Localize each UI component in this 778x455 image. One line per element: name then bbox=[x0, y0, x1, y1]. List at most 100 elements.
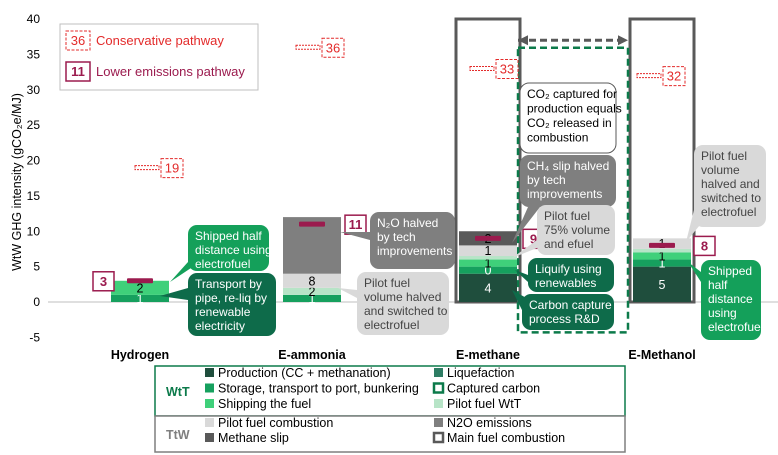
ch4-carbon-capture-callout-text: process R&D bbox=[529, 312, 600, 326]
segment-value-label: 8 bbox=[309, 274, 316, 288]
y-tick-label: 25 bbox=[27, 118, 41, 132]
category-label: E-ammonia bbox=[278, 348, 346, 362]
bar-segment-shipping bbox=[633, 252, 691, 260]
co2-arrow-head-right bbox=[618, 35, 628, 46]
ch4-liquefy-callout-pointer bbox=[515, 270, 528, 282]
ch4-co2-callout-text: CO₂ released in bbox=[527, 116, 612, 130]
lower-legend-value: 11 bbox=[71, 64, 85, 79]
lower-pathway-marker bbox=[475, 235, 501, 241]
legend-swatch bbox=[205, 433, 214, 442]
legend-item-label: Storage, transport to port, bunkering bbox=[218, 382, 419, 396]
category-label: E-methane bbox=[456, 348, 520, 362]
legend-item-label: Main fuel combustion bbox=[447, 431, 565, 445]
lower-legend-swatch bbox=[65, 61, 91, 82]
meoh-shipping-callout-pointer bbox=[688, 262, 701, 282]
meoh-shipping-callout bbox=[701, 260, 761, 340]
bar-segment-production bbox=[459, 273, 517, 302]
meoh-shipping-callout-text: distance bbox=[708, 292, 753, 306]
category-label: E-Methanol bbox=[628, 348, 695, 362]
nh3-n2o-callout-text: improvements bbox=[377, 244, 452, 258]
legend-swatch bbox=[205, 383, 214, 393]
nh3-pilot-callout-text: electrofuel bbox=[364, 318, 419, 332]
meoh-pilot-callout-text: electrofuel bbox=[701, 205, 756, 219]
segment-value-label: 0 bbox=[485, 264, 492, 278]
lower-pathway-marker bbox=[649, 242, 675, 248]
bar-segment-pilot-wtt bbox=[459, 256, 517, 260]
y-tick-label: 15 bbox=[27, 189, 41, 203]
legend-swatch bbox=[434, 418, 443, 427]
bar-segment-shipping bbox=[459, 259, 517, 267]
ch4-slip-callout bbox=[520, 155, 616, 207]
wtt-legend-title: WtT bbox=[166, 385, 190, 399]
ch4-liquefy-callout bbox=[528, 258, 614, 292]
y-tick-label: 30 bbox=[27, 83, 41, 97]
lower-value-label: 11 bbox=[349, 217, 363, 232]
h2-transport-callout-text: pipe, re-liq by bbox=[195, 291, 267, 305]
nh3-pilot-callout-text: and switched to bbox=[364, 304, 448, 318]
conservative-pathway-marker bbox=[134, 165, 160, 171]
segment-value-label: 2 bbox=[137, 281, 144, 295]
ch4-slip-callout-text: improvements bbox=[527, 187, 602, 201]
legend-item-label: Methane slip bbox=[218, 431, 289, 445]
legend-item-label: Pilot fuel WtT bbox=[447, 397, 522, 411]
meoh-shipping-callout-text: electrofuel bbox=[708, 320, 763, 334]
meoh-shipping-callout-text: using bbox=[708, 306, 737, 320]
wtt-legend-box bbox=[154, 365, 626, 417]
h2-shipping-callout-text: electrofuel bbox=[195, 257, 250, 271]
meoh-shipping-callout-text: half bbox=[708, 278, 728, 292]
nh3-pilot-callout-text: Pilot fuel bbox=[364, 276, 410, 290]
ch4-pilot-callout bbox=[537, 205, 615, 255]
lower-pathway-marker bbox=[127, 278, 153, 284]
legend-item-label: Pilot fuel combustion bbox=[218, 416, 333, 430]
meoh-pilot-callout bbox=[694, 145, 766, 227]
y-tick-label: 5 bbox=[33, 260, 40, 274]
h2-shipping-callout-text: distance using bbox=[195, 243, 272, 257]
bar-segment-storage bbox=[633, 259, 691, 267]
y-tick-label: 20 bbox=[27, 154, 41, 168]
bar-segment-pilot-wtt bbox=[633, 248, 691, 253]
h2-transport-callout-pointer bbox=[160, 288, 188, 300]
y-axis-label: WtW GHG intensity (gCO₂e/MJ) bbox=[10, 93, 24, 271]
ch4-pilot-callout-pointer bbox=[512, 240, 537, 258]
ch4-slip-callout-text: CH₄ slip halved bbox=[527, 159, 609, 173]
legend-swatch bbox=[432, 431, 445, 444]
legend-item-label: N2O emissions bbox=[447, 416, 532, 430]
bar-segment-pilot-combustion bbox=[459, 245, 517, 257]
h2-shipping-callout-text: Shipped half bbox=[195, 229, 262, 243]
conservative-value-box bbox=[321, 37, 345, 58]
category-label: Hydrogen bbox=[111, 348, 169, 362]
nh3-pilot-callout bbox=[357, 272, 449, 335]
conservative-pathway-marker bbox=[636, 73, 662, 79]
conservative-value-label: 33 bbox=[500, 62, 514, 77]
nh3-n2o-callout bbox=[370, 212, 455, 269]
bar-segment-pilot-wtt bbox=[283, 287, 341, 295]
ch4-slip-callout-text: by tech bbox=[527, 173, 566, 187]
legend-swatch bbox=[434, 368, 443, 377]
h2-transport-callout-text: Transport by bbox=[195, 277, 262, 291]
legend-item-label: Captured carbon bbox=[447, 382, 540, 396]
lower-legend-label: Lower emissions pathway bbox=[96, 64, 245, 79]
ch4-co2-callout-text: combustion bbox=[527, 131, 588, 145]
segment-value-label: 5 bbox=[659, 278, 666, 292]
legend-swatch bbox=[205, 418, 214, 427]
conservative-legend-label: Conservative pathway bbox=[96, 33, 224, 48]
y-tick-label: -5 bbox=[29, 330, 40, 344]
segment-value-label: 1 bbox=[659, 250, 666, 264]
segment-value-label: 1 bbox=[485, 257, 492, 271]
lower-value-label: 3 bbox=[100, 274, 107, 289]
segment-value-label: 1 bbox=[137, 292, 144, 306]
conservative-legend-value: 36 bbox=[71, 33, 85, 48]
meoh-pilot-callout-text: halved and bbox=[701, 177, 760, 191]
bar-segment-storage bbox=[283, 294, 341, 302]
co2-arrow-head-left bbox=[518, 35, 528, 46]
nh3-pilot-callout-text: volume halved bbox=[364, 290, 441, 304]
ttw-legend-title: TtW bbox=[166, 428, 190, 442]
bar-segment-pilot-combustion bbox=[283, 273, 341, 288]
conservative-value-box bbox=[495, 59, 519, 80]
segment-value-label: 4 bbox=[485, 281, 492, 295]
h2-transport-callout-text: renewable bbox=[195, 305, 251, 319]
conservative-value-box bbox=[160, 158, 184, 179]
lower-value-label: 8 bbox=[701, 238, 708, 253]
